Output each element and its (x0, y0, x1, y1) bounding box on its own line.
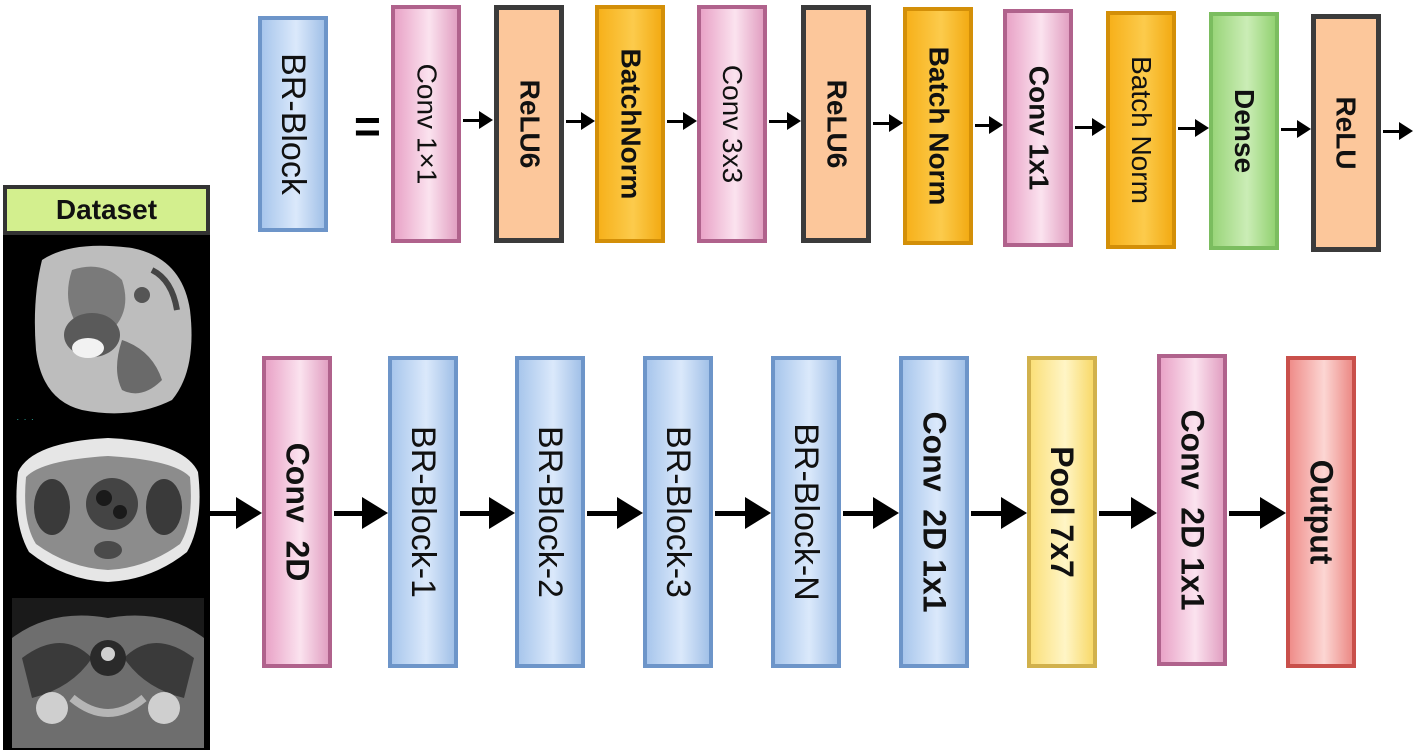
pipeline-br-block-3: BR-Block-3 (643, 356, 713, 668)
layer-label: Conv 1×1 (411, 63, 443, 185)
pipeline-label: Output (1303, 459, 1339, 565)
layer-relu6-1: ReLU6 (494, 5, 564, 243)
br-block-legend-label: BR-Block (274, 53, 313, 195)
pipeline-br-block-2: BR-Block-2 (515, 356, 585, 668)
arrow-right-icon (1383, 122, 1413, 140)
layer-batchnorm-3: Batch Norm (1106, 11, 1176, 249)
arrow-right-icon (843, 497, 899, 529)
pipeline-label: Conv 2D 1x1 (1174, 409, 1210, 611)
pipeline-output: Output (1286, 356, 1356, 668)
arrow-right-icon (1075, 118, 1106, 136)
layer-label: Conv 3x3 (717, 64, 749, 184)
layer-dense: Dense (1209, 12, 1279, 250)
layer-label: Batch Norm (923, 46, 955, 206)
arrow-right-icon (210, 497, 262, 529)
layer-conv-1x1: Conv 1×1 (391, 5, 461, 243)
layer-relu6-2: ReLU6 (801, 5, 871, 243)
arrow-right-icon (769, 112, 801, 130)
layer-conv-3x3: Conv 3x3 (697, 5, 767, 243)
layer-label: ReLU (1331, 96, 1362, 170)
arrow-right-icon (334, 497, 388, 529)
arrow-right-icon (587, 497, 643, 529)
pipeline-br-block-1: BR-Block-1 (388, 356, 458, 668)
layer-label: Conv 1x1 (1023, 65, 1054, 191)
arrow-right-icon (1099, 497, 1157, 529)
pipeline-label: BR-Block-N (787, 423, 826, 601)
arrow-right-icon (873, 114, 903, 132)
coronal-mri-scan-image (12, 598, 204, 748)
pipeline-conv-2d-1x1-a: Conv 2D 1x1 (899, 356, 969, 668)
pipeline-label: BR-Block-2 (531, 426, 569, 598)
arrow-right-icon (1281, 120, 1311, 138)
pipeline-label: Pool 7x7 (1044, 446, 1081, 578)
arrow-right-icon (1229, 497, 1286, 529)
layer-label: Batch Norm (1126, 56, 1158, 204)
layer-label: ReLU6 (514, 79, 546, 169)
arrow-right-icon (975, 116, 1003, 134)
sagittal-mri-scan-image: . . . (12, 240, 204, 425)
layer-relu: ReLU (1311, 14, 1381, 252)
arrow-right-icon (971, 497, 1027, 529)
dataset-title: Dataset (3, 185, 210, 235)
layer-batchnorm-1: BatchNorm (595, 5, 665, 243)
layer-label: Dense (1229, 88, 1261, 174)
layer-label: ReLU6 (821, 79, 853, 169)
arrow-right-icon (460, 497, 515, 529)
arrow-right-icon (715, 497, 771, 529)
pipeline-pool-7x7: Pool 7x7 (1027, 356, 1097, 668)
axial-mri-scan-image (12, 432, 204, 592)
br-block-legend-box: BR-Block (258, 16, 328, 232)
arrow-right-icon (1178, 119, 1209, 137)
layer-batchnorm-2: Batch Norm (903, 7, 973, 245)
pipeline-label: BR-Block-1 (404, 426, 442, 598)
arrow-right-icon (667, 112, 697, 130)
pipeline-conv-2d-1x1-b: Conv 2D 1x1 (1157, 354, 1227, 666)
pipeline-conv-2d: Conv 2D (262, 356, 332, 668)
svg-text:. . .: . . . (16, 415, 34, 422)
pipeline-label: Conv 2D (279, 442, 315, 582)
pipeline-br-block-n: BR-Block-N (771, 356, 841, 668)
arrow-right-icon (566, 112, 595, 130)
pipeline-label: Conv 2D 1x1 (916, 411, 952, 613)
layer-label: BatchNorm (615, 48, 647, 200)
arrow-right-icon (463, 111, 493, 129)
layer-conv-1x1-bold: Conv 1x1 (1003, 9, 1073, 247)
pipeline-label: BR-Block-3 (659, 426, 697, 598)
equals-sign: = (354, 100, 381, 152)
